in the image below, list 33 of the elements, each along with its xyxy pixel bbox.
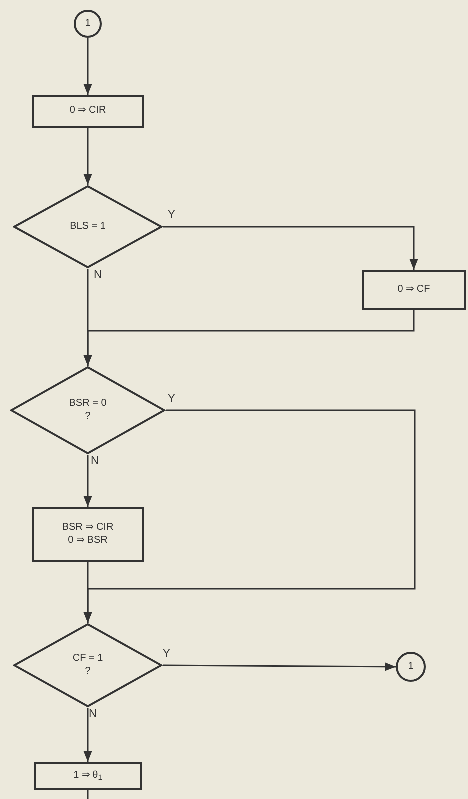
node-text: CF = 1 — [72, 653, 104, 666]
process-box — [34, 762, 142, 790]
node-text: BSR = 0 — [69, 398, 107, 410]
flow-arrow — [163, 662, 396, 672]
node-text: 1 ⇒ θ$_{1}$ — [74, 770, 102, 782]
decision-diamond — [13, 623, 163, 708]
flow-arrow — [163, 226, 418, 270]
node-text: 0 ⇒ CF — [398, 284, 430, 296]
decision-diamond — [10, 366, 166, 455]
node-text: ? — [85, 666, 91, 678]
node-text: ? — [85, 410, 91, 423]
edge-label: N — [94, 270, 102, 281]
flow-arrow — [84, 310, 415, 366]
edge-label: Y — [163, 649, 170, 660]
flow-arrow — [84, 455, 92, 507]
node-text: BSR ⇒ CIR — [62, 522, 114, 534]
node-text: 1 — [85, 18, 91, 30]
node-text: 0 ⇒ BSR — [68, 534, 108, 547]
edge-label: Y — [168, 394, 176, 405]
edge-label: Y — [168, 210, 176, 221]
node-text: 1 — [408, 660, 414, 674]
flow-arrow — [84, 562, 92, 623]
edge-label: N — [89, 709, 97, 720]
decision-diamond — [13, 185, 163, 269]
flow-arrow — [84, 128, 92, 185]
flow-arrow — [84, 708, 92, 762]
node-text: 0 ⇒ CIR — [70, 105, 106, 118]
flow-arrow — [84, 38, 92, 95]
process-box — [362, 270, 466, 310]
edge-label: N — [91, 456, 99, 467]
process-box — [32, 507, 144, 562]
process-box — [32, 95, 144, 128]
node-text: BLS = 1 — [70, 220, 106, 234]
